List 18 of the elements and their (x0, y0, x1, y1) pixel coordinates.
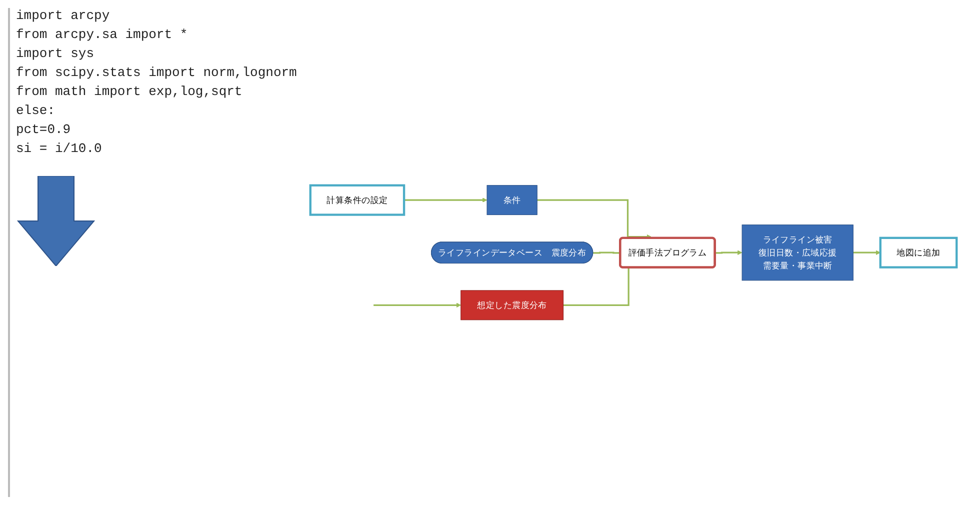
code-line: pct=0.9 (16, 122, 71, 137)
connector (593, 252, 620, 254)
node-box: ライフライン被害 復旧日数・広域応援 需要量・事業中断 (742, 224, 854, 281)
code-line: si = i/10.0 (16, 141, 102, 156)
arrow (404, 198, 488, 202)
code-line: else: (16, 103, 56, 118)
node-box: 条件 (486, 184, 538, 215)
node-box: 計算条件の設定 (309, 184, 406, 216)
arrow (374, 302, 462, 308)
code-line: from scipy.stats import norm,lognorm (16, 65, 297, 80)
arrow (853, 250, 881, 255)
code-line: import sys (16, 46, 94, 61)
code-line: from math import exp,log,sqrt (16, 84, 242, 99)
node-box: 想定した震度分布 (460, 290, 564, 320)
node-box: 地図に追加 (879, 236, 958, 268)
arrow (715, 250, 742, 255)
code-line: from arcpy.sa import * (16, 27, 188, 42)
code-line: import arcpy (16, 8, 110, 23)
